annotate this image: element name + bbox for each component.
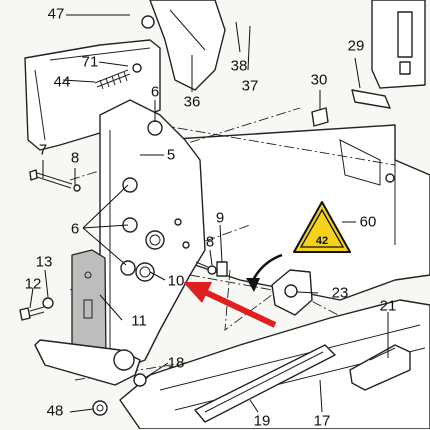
- callout-12: 12: [24, 275, 42, 293]
- pin-18: [133, 373, 147, 387]
- callout-10: 10: [167, 272, 185, 290]
- callout-6-top: 6: [150, 83, 160, 101]
- bracket-29-slot: [397, 11, 413, 58]
- lever-boss: [113, 349, 135, 371]
- bracket-29-hole: [399, 61, 411, 75]
- callout-71: 71: [81, 53, 99, 71]
- callout-8-lower: 8: [205, 233, 215, 251]
- top-bracket: [149, 0, 226, 91]
- callout-19: 19: [253, 412, 271, 430]
- callout-7: 7: [38, 141, 48, 159]
- frame-hole: [385, 173, 395, 183]
- upper-pin: [141, 15, 155, 29]
- callout-5: 5: [166, 146, 176, 164]
- bolt-7: [29, 169, 81, 192]
- clip-bracket: [351, 89, 391, 109]
- warning-sign-60: 42: [293, 201, 351, 253]
- screw-30: [311, 107, 329, 127]
- nut-71: [132, 63, 142, 73]
- callout-38: 38: [230, 57, 248, 75]
- warning-label-text: 42: [316, 235, 328, 247]
- plate-hole-2: [182, 241, 190, 249]
- washer-48: [92, 400, 108, 416]
- callout-60: 60: [359, 213, 377, 231]
- callout-9: 9: [215, 209, 225, 227]
- pin-23: [284, 284, 298, 298]
- lower-lever: [34, 339, 141, 386]
- callout-8-upper: 8: [70, 149, 80, 167]
- spring-part: [94, 69, 131, 90]
- base-frame: [119, 299, 430, 429]
- screw-12: [19, 306, 45, 321]
- pin-6a: [147, 120, 163, 136]
- callout-11: 11: [131, 312, 147, 330]
- callout-17: 17: [313, 412, 331, 430]
- washer-13: [42, 297, 54, 309]
- callout-13: 13: [35, 253, 53, 271]
- bracket-21: [349, 344, 411, 391]
- callout-30: 30: [310, 71, 328, 89]
- callout-18: 18: [167, 354, 185, 372]
- callout-37: 37: [241, 77, 259, 95]
- callout-21: 21: [379, 297, 397, 315]
- callout-48: 48: [46, 402, 64, 420]
- callout-44: 44: [53, 73, 71, 91]
- pin-6d: [120, 260, 136, 276]
- callout-29: 29: [347, 37, 365, 55]
- pin-6b: [122, 177, 138, 193]
- rotation-arrowhead: [246, 278, 260, 292]
- leader-lines: [29, 14, 389, 413]
- callout-23: 23: [331, 284, 349, 302]
- red-pointer-arrow: [183, 282, 277, 328]
- plate-hole: [174, 218, 182, 226]
- callout-6-left: 6: [70, 220, 80, 238]
- callout-47: 47: [47, 5, 65, 23]
- callout-36: 36: [183, 93, 201, 111]
